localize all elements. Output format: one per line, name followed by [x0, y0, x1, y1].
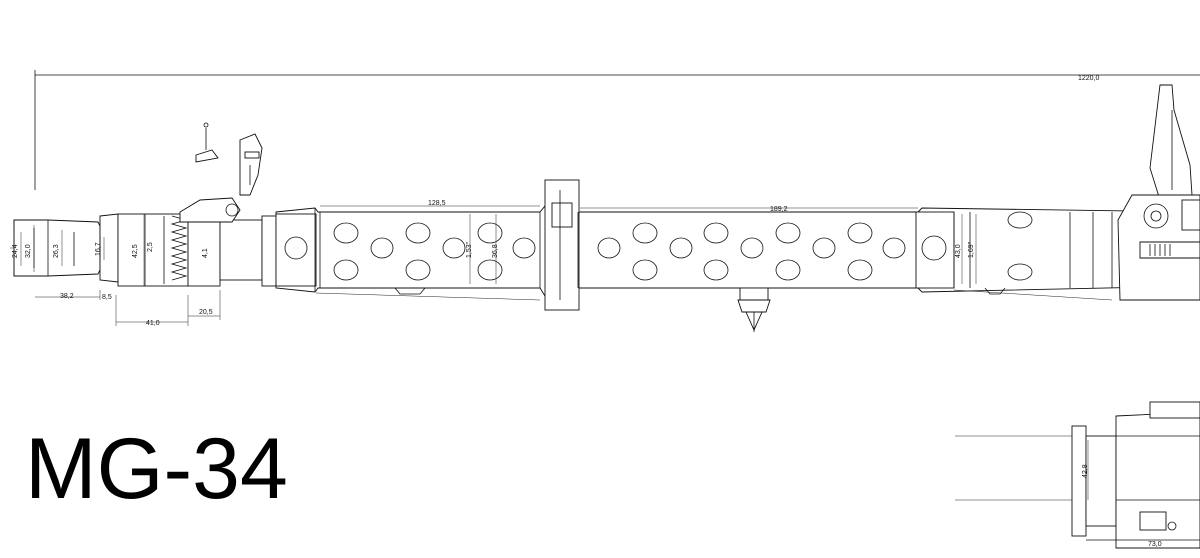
- dim-32-0: 32,0: [25, 244, 32, 258]
- dim-2-5: 2,5: [147, 242, 154, 252]
- dim-1-69-in: 1,69": [968, 241, 975, 258]
- flash-hider: [13, 213, 119, 283]
- dim-42-8: 42,8: [1082, 464, 1089, 478]
- dim-42-5: 42,5: [132, 244, 139, 258]
- dim-4-1: 4,1: [202, 248, 209, 258]
- dim-24-4: 24,4: [12, 244, 19, 258]
- dim-43-0: 43,0: [955, 244, 962, 258]
- dim-20-5: 20,5: [199, 309, 213, 316]
- dim-189-2: 189,2: [770, 206, 788, 213]
- receiver-rear-sight: [1117, 84, 1200, 301]
- rear-detail-view: [955, 401, 1200, 549]
- dim-73-0: 73,0: [1148, 541, 1162, 548]
- cooling-holes-rear: [597, 211, 1033, 281]
- overall-length-dimension: 1220,0: [34, 70, 1200, 190]
- dim-1-53-in: 1,53": [466, 241, 473, 258]
- bipod-mount: [737, 287, 771, 332]
- cooling-holes-front: [333, 222, 536, 281]
- dim-26-3: 26,3: [53, 244, 60, 258]
- front-sight: [179, 122, 263, 223]
- dimension-lines: [20, 205, 1196, 549]
- dim-41-0: 41,0: [146, 320, 160, 327]
- drawing-title: MG-34: [25, 421, 288, 517]
- dim-overall-length: 1220,0: [1078, 75, 1100, 82]
- dim-128-5: 128,5: [428, 200, 446, 207]
- dim-16-7: 16,7: [95, 242, 102, 256]
- dimension-labels: 24,4 32,0 26,3 16,7 42,5 2,5 4,1 38,2 8,…: [12, 200, 1162, 548]
- barrel-jacket: [275, 179, 1200, 311]
- dim-36-8: 36,8: [492, 244, 499, 258]
- dim-8-5: 8,5: [102, 294, 112, 301]
- dim-38-2: 38,2: [60, 293, 74, 300]
- muzzle-booster: [117, 213, 277, 287]
